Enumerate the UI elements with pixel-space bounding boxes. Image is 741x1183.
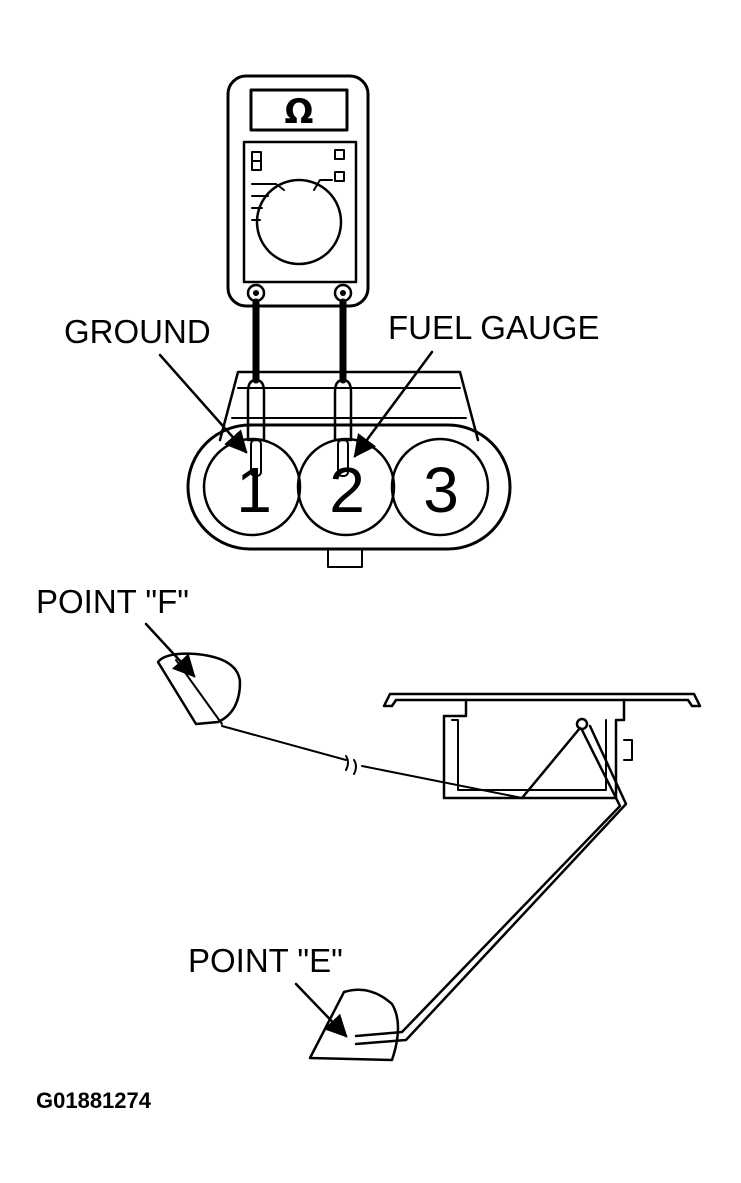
float-point-f bbox=[156, 652, 242, 726]
connector-housing-top bbox=[218, 370, 480, 442]
float-arm-pivot bbox=[575, 717, 589, 731]
pin-number-2: 2 bbox=[329, 454, 365, 526]
sender-connector: 1 2 3 bbox=[186, 370, 512, 568]
ohmmeter-body bbox=[226, 74, 370, 308]
ohmmeter: Ω bbox=[226, 74, 370, 308]
point-f-leader bbox=[144, 622, 196, 678]
fuel-sender-assembly bbox=[156, 652, 702, 1062]
ground-label: GROUND bbox=[64, 313, 211, 350]
fuel-gauge-label: FUEL GAUGE bbox=[388, 309, 600, 346]
pin-cavity-2 bbox=[296, 437, 396, 537]
ohmmeter-dial-panel bbox=[242, 140, 358, 284]
sender-body bbox=[442, 698, 626, 800]
fuel-gauge-leader bbox=[353, 350, 434, 458]
float-rod bbox=[354, 728, 622, 1038]
ohmmeter-display bbox=[249, 88, 349, 132]
probe-ground bbox=[246, 378, 266, 442]
float-point-e bbox=[308, 988, 400, 1062]
ground-leader bbox=[158, 353, 248, 454]
pin-cavity-1 bbox=[202, 437, 302, 537]
probe-fuel-gauge bbox=[333, 378, 353, 442]
point-e-label: POINT "E" bbox=[188, 942, 343, 979]
pin-cavity-3 bbox=[390, 437, 490, 537]
pin-number-1: 1 bbox=[236, 454, 272, 526]
range-indicator-right-top-icon bbox=[334, 149, 345, 160]
connector-latch bbox=[327, 548, 363, 568]
point-e-leader bbox=[294, 982, 348, 1038]
signal-wire-upper bbox=[221, 725, 347, 761]
point-f-label: POINT "F" bbox=[36, 583, 189, 620]
pin-number-3: 3 bbox=[423, 454, 459, 526]
rotary-dial bbox=[255, 178, 343, 266]
range-indicator-right-bottom-icon bbox=[334, 171, 345, 182]
signal-wire-lower bbox=[361, 765, 523, 799]
figure-code: G01881274 bbox=[36, 1088, 152, 1113]
sender-mounting-plate bbox=[382, 692, 702, 708]
ohm-symbol: Ω bbox=[285, 92, 314, 132]
